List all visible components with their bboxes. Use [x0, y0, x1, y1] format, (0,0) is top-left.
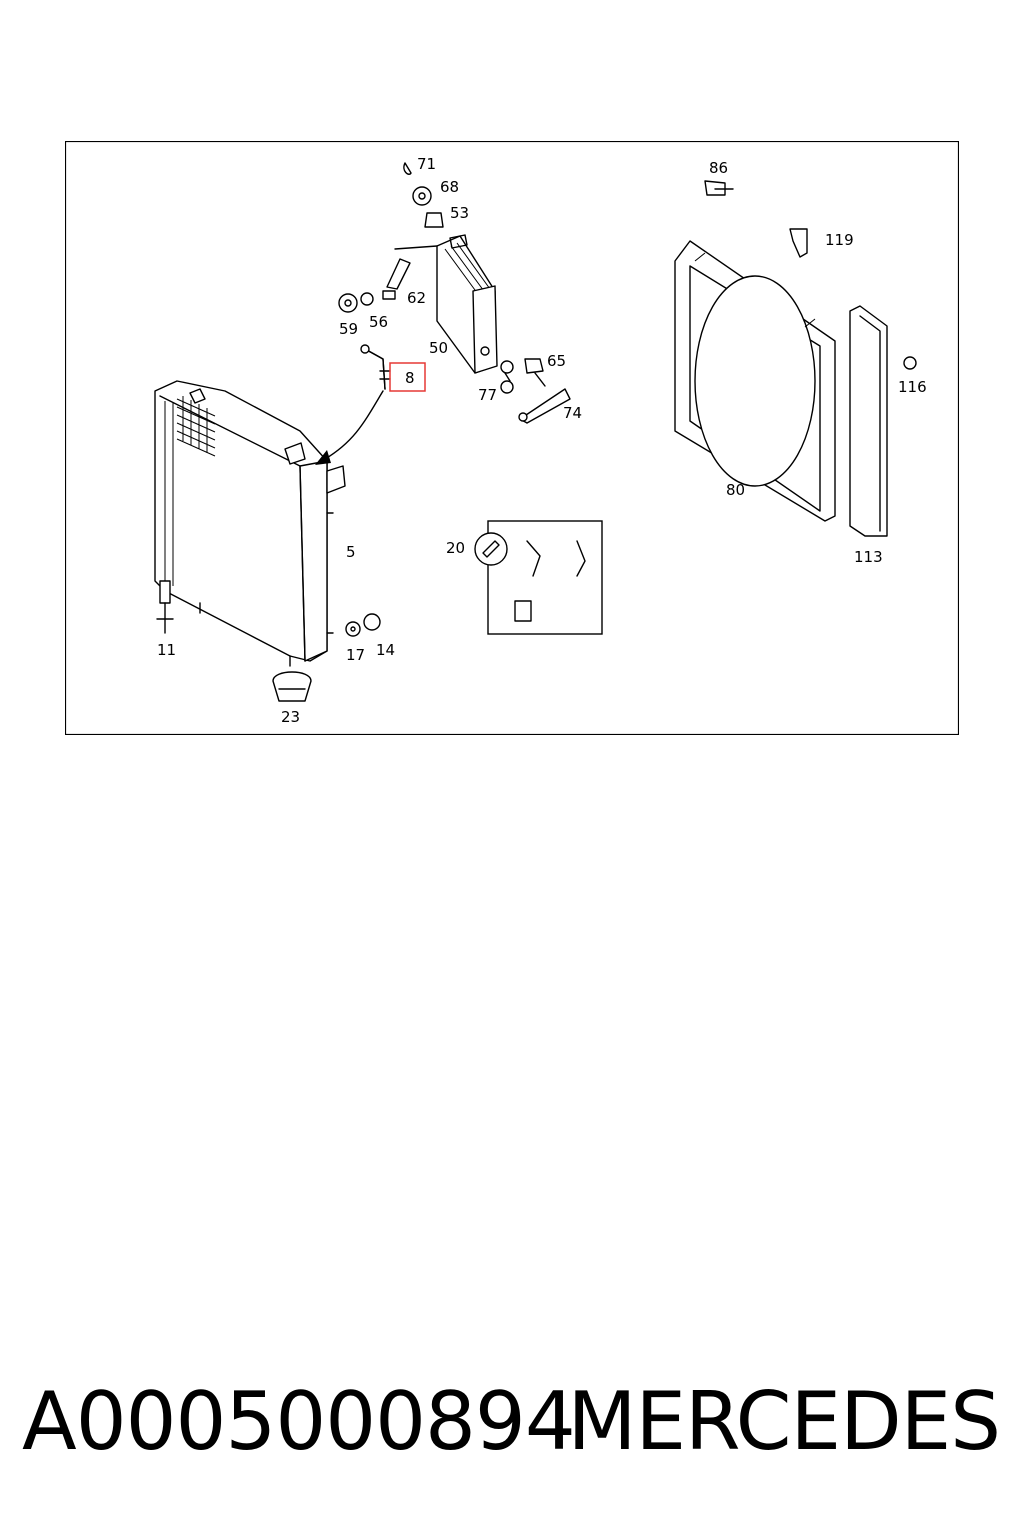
callout-113: 113 [854, 548, 883, 566]
hardware-small-parts [156, 162, 917, 702]
callout-8-highlighted: 8 [405, 369, 415, 387]
callout-56: 56 [369, 313, 388, 331]
callout-labels: 71 68 53 86 119 62 59 56 50 65 8 77 74 1… [157, 155, 927, 726]
callout-53: 53 [450, 204, 469, 222]
callout-62: 62 [407, 289, 426, 307]
highlight-box [389, 362, 426, 392]
callout-65: 65 [547, 352, 566, 370]
callout-71: 71 [417, 155, 436, 173]
radiator-drawing [154, 380, 346, 667]
brand-name: MERCEDES [567, 1375, 1001, 1468]
callout-68: 68 [440, 178, 459, 196]
callout-59: 59 [339, 320, 358, 338]
shroud-cover-drawing [849, 305, 888, 537]
part-number: A0005000894 [22, 1375, 576, 1468]
fan-shroud-drawing [674, 240, 836, 522]
callout-50: 50 [429, 339, 448, 357]
caption-bar: A0005000894 MERCEDES [0, 1372, 1024, 1472]
oil-cooler-drawing [394, 234, 498, 374]
callout-17: 17 [346, 646, 365, 664]
callout-119: 119 [825, 231, 854, 249]
callout-11: 11 [157, 641, 176, 659]
callout-23: 23 [281, 708, 300, 726]
parts-diagram: 71 68 53 86 119 62 59 56 50 65 8 77 74 1… [65, 141, 959, 735]
callout-77: 77 [478, 386, 497, 404]
callout-86: 86 [709, 159, 728, 177]
hose-part-8 [360, 344, 391, 390]
callout-20: 20 [446, 539, 465, 557]
callout-74: 74 [563, 404, 582, 422]
callout-14: 14 [376, 641, 395, 659]
callout-80: 80 [726, 481, 745, 499]
inset-box [474, 520, 603, 635]
callout-116: 116 [898, 378, 927, 396]
callout-5: 5 [346, 543, 356, 561]
